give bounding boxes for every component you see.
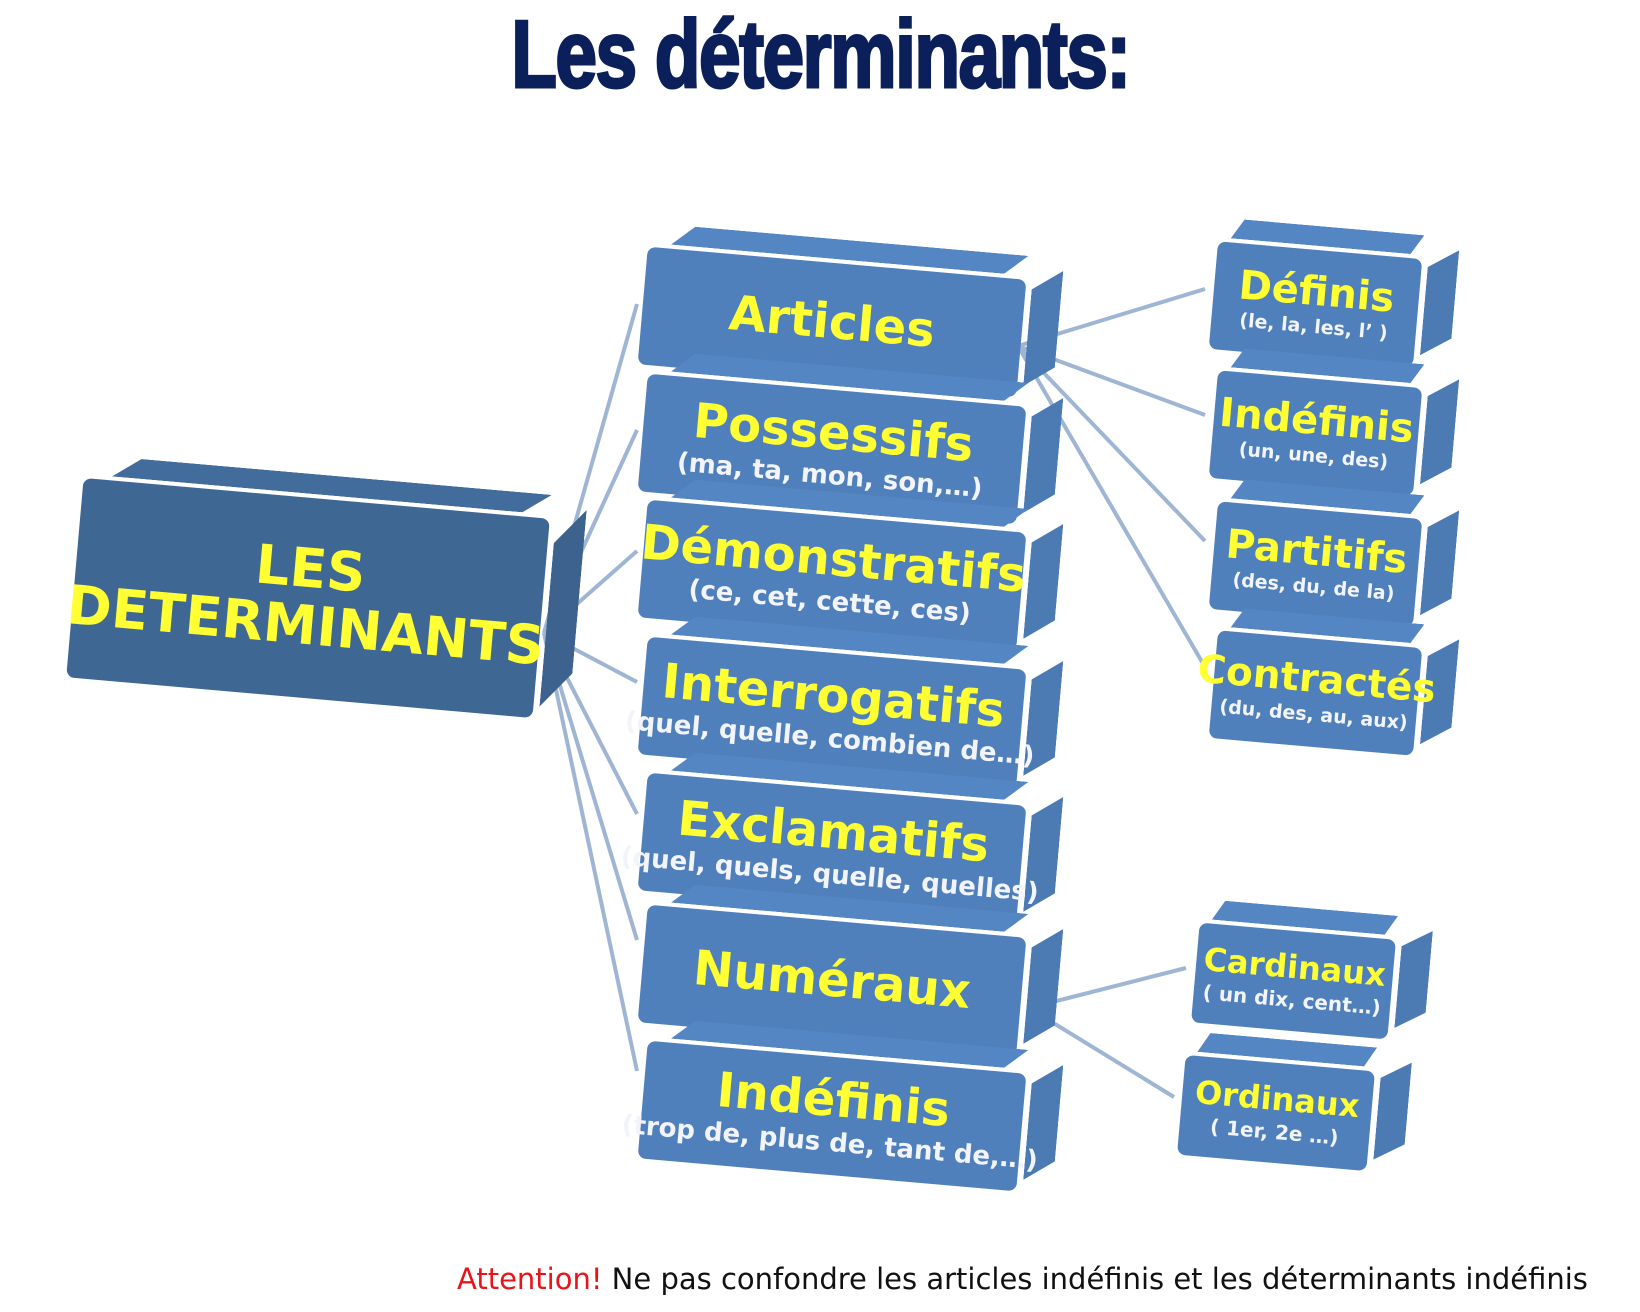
footer-note: Attention! Ne pas confondre les articles… — [457, 1262, 1588, 1296]
box-front: Ordinaux( 1er, 2e …) — [1177, 1054, 1375, 1172]
title-text: Les déterminants: — [510, 0, 1132, 110]
numeral-type-box-1: Ordinaux( 1er, 2e …) — [1177, 1054, 1375, 1172]
box-label: Numéraux — [691, 939, 973, 1020]
footer-text: Ne pas confondre les articles indéfinis … — [602, 1262, 1588, 1296]
box-front: Partitifs(des, du, de la) — [1208, 501, 1423, 627]
box-front: Indéfinis(un, une, des) — [1208, 370, 1423, 496]
connector-line — [1016, 344, 1207, 669]
warning-label: Attention! — [457, 1262, 603, 1296]
numeral-type-box-0: Cardinaux( un dix, cent…) — [1191, 923, 1396, 1040]
article-type-box-0: Définis(le, la, les, l’ ) — [1208, 241, 1423, 367]
article-type-box-3: Contractés(du, des, au, aux) — [1196, 630, 1438, 756]
box-front: Définis(le, la, les, l’ ) — [1208, 241, 1423, 367]
connector-line — [1016, 344, 1207, 543]
article-type-box-1: Indéfinis(un, une, des) — [1208, 370, 1423, 496]
box-front: Contractés(du, des, au, aux) — [1196, 630, 1438, 756]
connector-line — [542, 632, 639, 1072]
page-title: Les déterminants: — [0, 0, 1640, 110]
box-label: Articles — [726, 284, 938, 359]
article-type-box-2: Partitifs(des, du, de la) — [1208, 501, 1423, 627]
box-front: Cardinaux( un dix, cent…) — [1191, 922, 1396, 1040]
